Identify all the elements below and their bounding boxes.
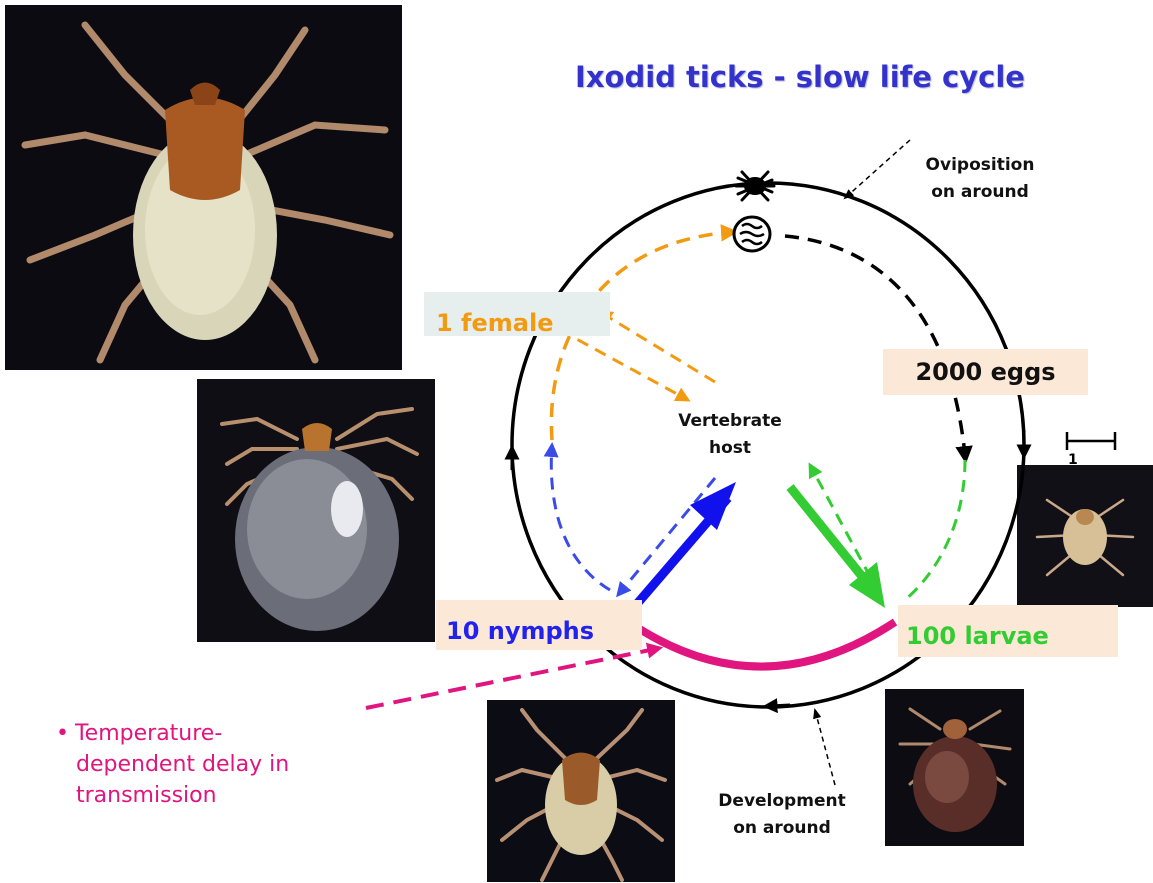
scale-bar — [1067, 432, 1115, 450]
female-label: 1 female — [424, 292, 610, 336]
temperature-delay-note: •Temperature- dependent delay in transmi… — [56, 718, 386, 811]
development-callout — [815, 710, 835, 785]
nymph-to-host-arrowhead — [690, 482, 736, 530]
cycle-arrow-bottom — [770, 705, 790, 706]
larvae-label: 100 larvae — [898, 605, 1118, 657]
development-line-1: Development — [682, 788, 882, 815]
vertebrate-host-label: Vertebrate host — [640, 408, 820, 464]
delay-arc — [638, 622, 895, 667]
larvae-dashed-path — [905, 460, 965, 600]
nymphs-label: 10 nymphs — [436, 600, 642, 650]
development-label: Development on around — [682, 788, 882, 842]
note-line-3: transmission — [56, 780, 386, 811]
host-to-female-arrow — [600, 312, 715, 382]
note-line-1: •Temperature- — [56, 718, 386, 749]
oviposition-label: Oviposition on around — [880, 152, 1080, 206]
nymph-dashed-path — [551, 445, 610, 590]
female-to-host-arrow — [560, 330, 688, 400]
oviposition-line-2: on around — [880, 179, 1080, 206]
scale-label: 1 — [1068, 452, 1078, 468]
adult-tick-icon — [736, 172, 774, 200]
vertebrate-host-line-2: host — [640, 435, 820, 462]
oviposition-line-1: Oviposition — [880, 152, 1080, 179]
note-line-2: dependent delay in — [56, 749, 386, 780]
note-bullet: • — [56, 721, 69, 746]
vertebrate-host-line-1: Vertebrate — [640, 408, 820, 435]
diagram-title: Ixodid ticks - slow life cycle — [480, 60, 1120, 94]
development-line-2: on around — [682, 815, 882, 842]
eggs-label: 2000 eggs — [883, 349, 1088, 395]
egg-mass-icon — [734, 217, 770, 251]
delay-pointer-arrow — [366, 648, 660, 708]
